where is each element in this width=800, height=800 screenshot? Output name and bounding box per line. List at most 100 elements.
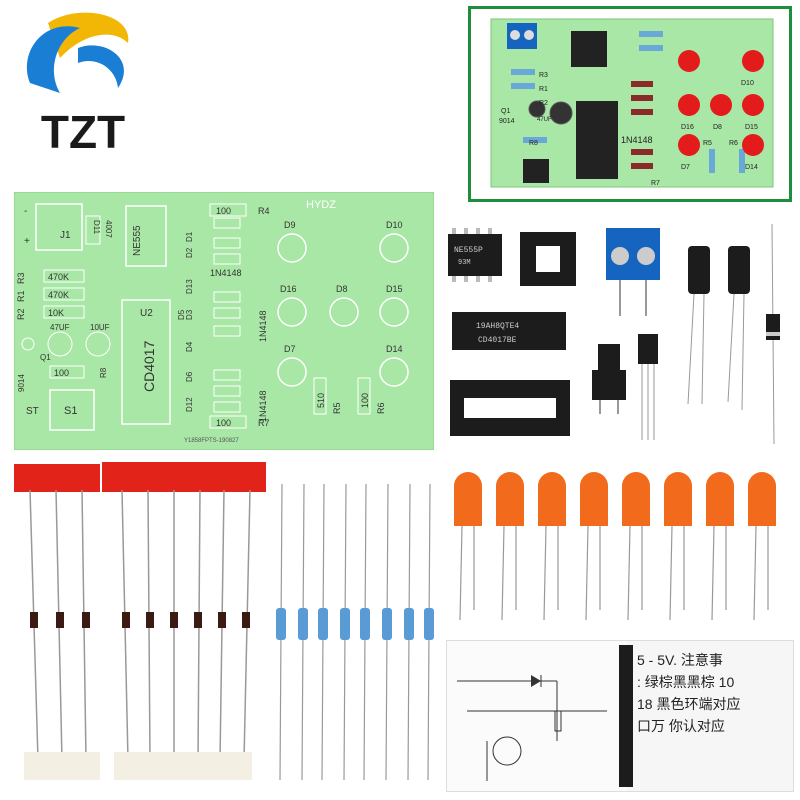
svg-text:10UF: 10UF <box>90 323 110 332</box>
svg-text:470K: 470K <box>48 272 69 282</box>
svg-text:4007: 4007 <box>104 220 113 238</box>
svg-text:J1: J1 <box>60 230 71 241</box>
manual-line-4: 口万 你认对应 <box>637 718 725 734</box>
svg-text:470K: 470K <box>48 290 69 300</box>
svg-text:CD4017BE: CD4017BE <box>478 336 517 345</box>
svg-text:D5: D5 <box>177 309 186 320</box>
svg-text:+: + <box>24 236 30 247</box>
manual-line-1: 5 - 5V. 注意事 <box>637 652 723 668</box>
cd4017-chip <box>452 312 566 350</box>
svg-text:R6: R6 <box>376 402 386 414</box>
svg-text:100: 100 <box>360 393 370 408</box>
svg-text:D16: D16 <box>280 284 297 294</box>
tape-red-right <box>102 462 266 492</box>
svg-text:D4: D4 <box>185 341 194 352</box>
svg-text:D1: D1 <box>185 231 194 242</box>
inset-cd4017 <box>576 101 618 179</box>
svg-text:NE555: NE555 <box>132 225 143 256</box>
svg-text:D8: D8 <box>713 124 722 131</box>
logo-swoosh-blue <box>26 26 81 93</box>
svg-text:47UF: 47UF <box>537 117 552 123</box>
svg-text:D3: D3 <box>185 309 194 320</box>
svg-text:D2: D2 <box>185 247 194 258</box>
svg-text:D16: D16 <box>681 124 694 131</box>
push-button <box>592 370 626 400</box>
svg-text:R2: R2 <box>16 308 26 320</box>
svg-text:-: - <box>24 206 27 217</box>
instruction-sheet: 5 - 5V. 注意事 : 绿棕黑黑棕 10 18 黑色环端对应 口万 你认对应 <box>446 640 794 792</box>
resistor-set <box>270 480 440 790</box>
svg-text:1N4148: 1N4148 <box>621 135 653 145</box>
brand-logo: TZT <box>8 8 158 158</box>
svg-text:1N4148: 1N4148 <box>258 310 268 342</box>
svg-text:R7: R7 <box>651 180 660 187</box>
tape-red-left <box>14 464 100 492</box>
components-group: NE555P 93M 19AH8QTE4 CD4017BE <box>440 220 790 450</box>
svg-text:R8: R8 <box>99 367 108 378</box>
svg-text:R5: R5 <box>703 140 712 147</box>
tape-white-right <box>114 752 252 780</box>
svg-text:D15: D15 <box>745 124 758 131</box>
svg-text:U2: U2 <box>140 308 153 319</box>
svg-text:D7: D7 <box>681 164 690 171</box>
svg-text:R5: R5 <box>332 402 342 414</box>
svg-text:93M: 93M <box>458 259 471 267</box>
svg-text:D15: D15 <box>386 284 403 294</box>
svg-text:D6: D6 <box>185 371 194 382</box>
pcb-maker: HYDZ <box>306 199 336 211</box>
transistor-9014 <box>638 334 658 364</box>
svg-text:1N4148: 1N4148 <box>258 390 268 422</box>
svg-text:510: 510 <box>316 393 326 408</box>
svg-text:9014: 9014 <box>499 118 515 125</box>
svg-text:R1: R1 <box>16 290 26 302</box>
logo-swoosh-blue-2 <box>78 45 124 88</box>
svg-text:R1: R1 <box>539 86 548 93</box>
svg-text:D14: D14 <box>386 344 403 354</box>
bare-pcb: HYDZ J1 + - D11 4007 NE555 U2 CD4017 470… <box>13 191 435 451</box>
svg-text:D10: D10 <box>741 80 754 87</box>
assembled-board-inset: 1N4148 D10 D16 D8 D15 D7 D14 R5 R6 R7 Q1… <box>468 6 792 202</box>
capacitor-47uf <box>688 246 710 294</box>
svg-text:R7: R7 <box>258 418 270 428</box>
svg-text:Q1: Q1 <box>501 108 510 115</box>
svg-text:NE555P: NE555P <box>454 246 483 255</box>
svg-text:D8: D8 <box>336 284 348 294</box>
svg-text:D10: D10 <box>386 220 403 230</box>
svg-text:R8: R8 <box>529 140 538 147</box>
svg-text:D12: D12 <box>185 397 194 412</box>
svg-text:D13: D13 <box>185 279 194 294</box>
svg-text:D9: D9 <box>284 220 296 230</box>
manual-line-2: : 绿棕黑黑棕 10 <box>637 674 735 690</box>
svg-text:D7: D7 <box>284 344 296 354</box>
manual-line-3: 18 黑色环端对应 <box>637 696 741 712</box>
diode-1n4007 <box>766 314 780 340</box>
svg-text:R3: R3 <box>539 72 548 79</box>
svg-text:9014: 9014 <box>17 374 26 392</box>
svg-text:100: 100 <box>54 368 69 378</box>
svg-text:10K: 10K <box>48 308 64 318</box>
svg-text:CD4017: CD4017 <box>141 340 157 392</box>
svg-text:100: 100 <box>216 206 231 216</box>
capacitor-10uf <box>728 246 750 294</box>
svg-text:R4: R4 <box>258 206 270 216</box>
svg-text:D11: D11 <box>92 220 101 235</box>
logo-text: TZT <box>41 106 125 158</box>
ne555-chip <box>448 234 502 276</box>
svg-text:R3: R3 <box>16 272 26 284</box>
logo-swoosh-gold <box>48 12 129 58</box>
svg-text:S1: S1 <box>64 405 77 417</box>
svg-text:19AH8QTE4: 19AH8QTE4 <box>476 322 519 331</box>
diode-strip <box>10 460 272 790</box>
svg-text:100: 100 <box>216 418 231 428</box>
svg-text:Q1: Q1 <box>40 353 51 362</box>
svg-text:R6: R6 <box>729 140 738 147</box>
inset-ne555 <box>571 31 607 67</box>
tape-white-left <box>24 752 100 780</box>
svg-text:ST: ST <box>26 406 39 417</box>
svg-text:1N4148: 1N4148 <box>210 268 242 278</box>
svg-text:R2: R2 <box>539 100 548 107</box>
led-set <box>448 470 790 630</box>
pcb-serial: Y1858FPTS-190827 <box>184 438 239 444</box>
svg-text:47UF: 47UF <box>50 323 70 332</box>
pcb-board <box>13 191 435 451</box>
